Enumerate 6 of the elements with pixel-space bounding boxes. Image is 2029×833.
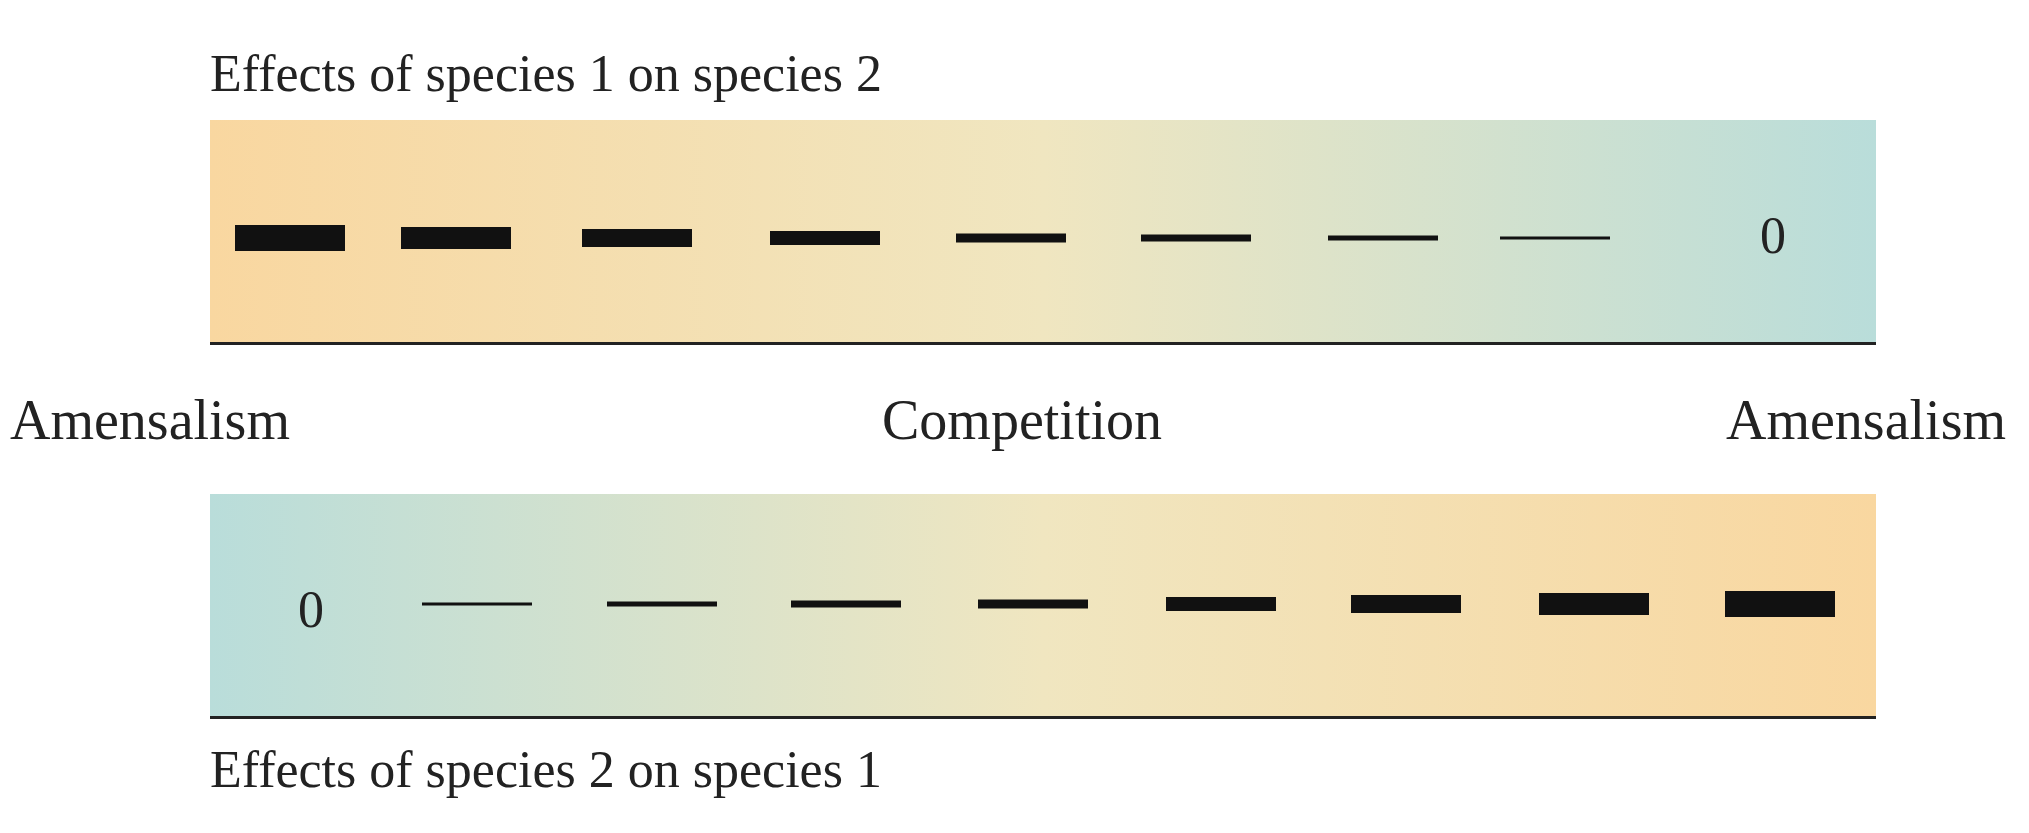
zero-label: 0 [298,584,324,636]
band-heading: Effects of species 2 on species 1 [210,744,882,796]
zero-label: 0 [1760,210,1786,262]
interaction-label: Amensalism [1726,392,2006,448]
band-heading: Effects of species 1 on species 2 [210,48,882,100]
interaction-label: Amensalism [10,392,290,448]
